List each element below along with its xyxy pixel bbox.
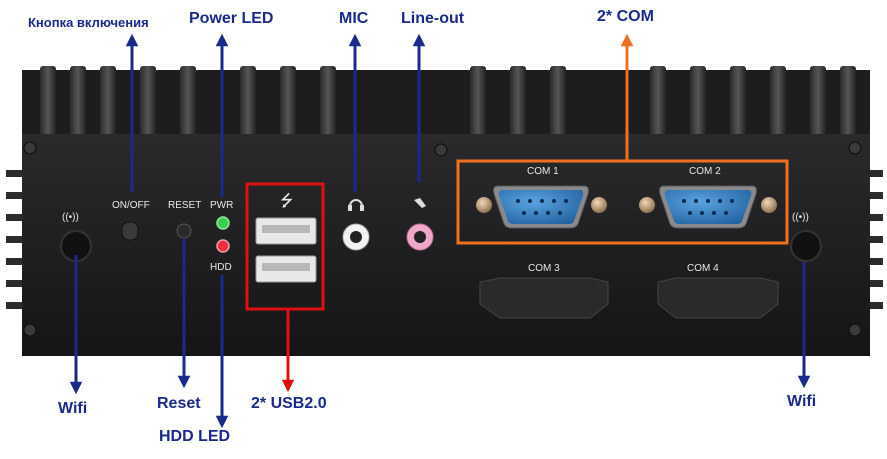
corner-screws [23, 141, 862, 337]
lineout-jack[interactable] [406, 223, 434, 251]
panel-label-com3: COM 3 [528, 263, 560, 274]
hdd-led [216, 239, 230, 253]
speaker-icon [414, 198, 426, 208]
panel-label-pwr: PWR [210, 200, 233, 211]
com3-cover [479, 277, 609, 319]
front-plate [22, 134, 870, 356]
callout-reset: Reset [157, 395, 201, 412]
db9-com1[interactable] [476, 185, 607, 229]
headset-icon [348, 199, 364, 211]
chassis [6, 66, 883, 356]
com4-cover [657, 277, 779, 319]
callout-com-pair: 2* COM [597, 8, 654, 25]
panel-label-com2: COM 2 [689, 166, 721, 177]
callout-mic: MIC [339, 10, 369, 27]
mic-jack[interactable] [342, 223, 370, 251]
com-highlight-box [456, 159, 789, 245]
wifi-symbol-left: ((•)) [62, 212, 79, 223]
panel-label-onoff: ON/OFF [112, 200, 150, 211]
callout-power-led: Power LED [189, 10, 274, 27]
side-fins [6, 170, 883, 309]
panel-label-com4: COM 4 [687, 263, 719, 274]
callout-wifi-left: Wifi [58, 400, 88, 417]
power-led [216, 216, 230, 230]
callout-hdd-led: HDD LED [159, 428, 231, 445]
callout-wifi-right: Wifi [787, 393, 817, 410]
usb-symbol-icon: ⭍ [280, 192, 293, 210]
db9-com2[interactable] [639, 185, 777, 229]
callout-power-button: Кнопка включения [28, 15, 149, 30]
reset-button[interactable] [176, 223, 192, 239]
panel-label-hdd: HDD [210, 262, 232, 273]
callout-usb-pair: 2* USB2.0 [251, 395, 327, 412]
wifi-symbol-right: ((•)) [792, 212, 809, 223]
panel-label-com1: COM 1 [527, 166, 559, 177]
callout-line-out: Line-out [401, 10, 465, 27]
usb-highlight-box [245, 182, 325, 311]
power-button[interactable] [121, 221, 139, 241]
wifi-antenna-right [790, 230, 822, 262]
panel-label-reset: RESET [168, 200, 201, 211]
callout-arrows [69, 33, 811, 429]
usb-ports [255, 217, 317, 283]
